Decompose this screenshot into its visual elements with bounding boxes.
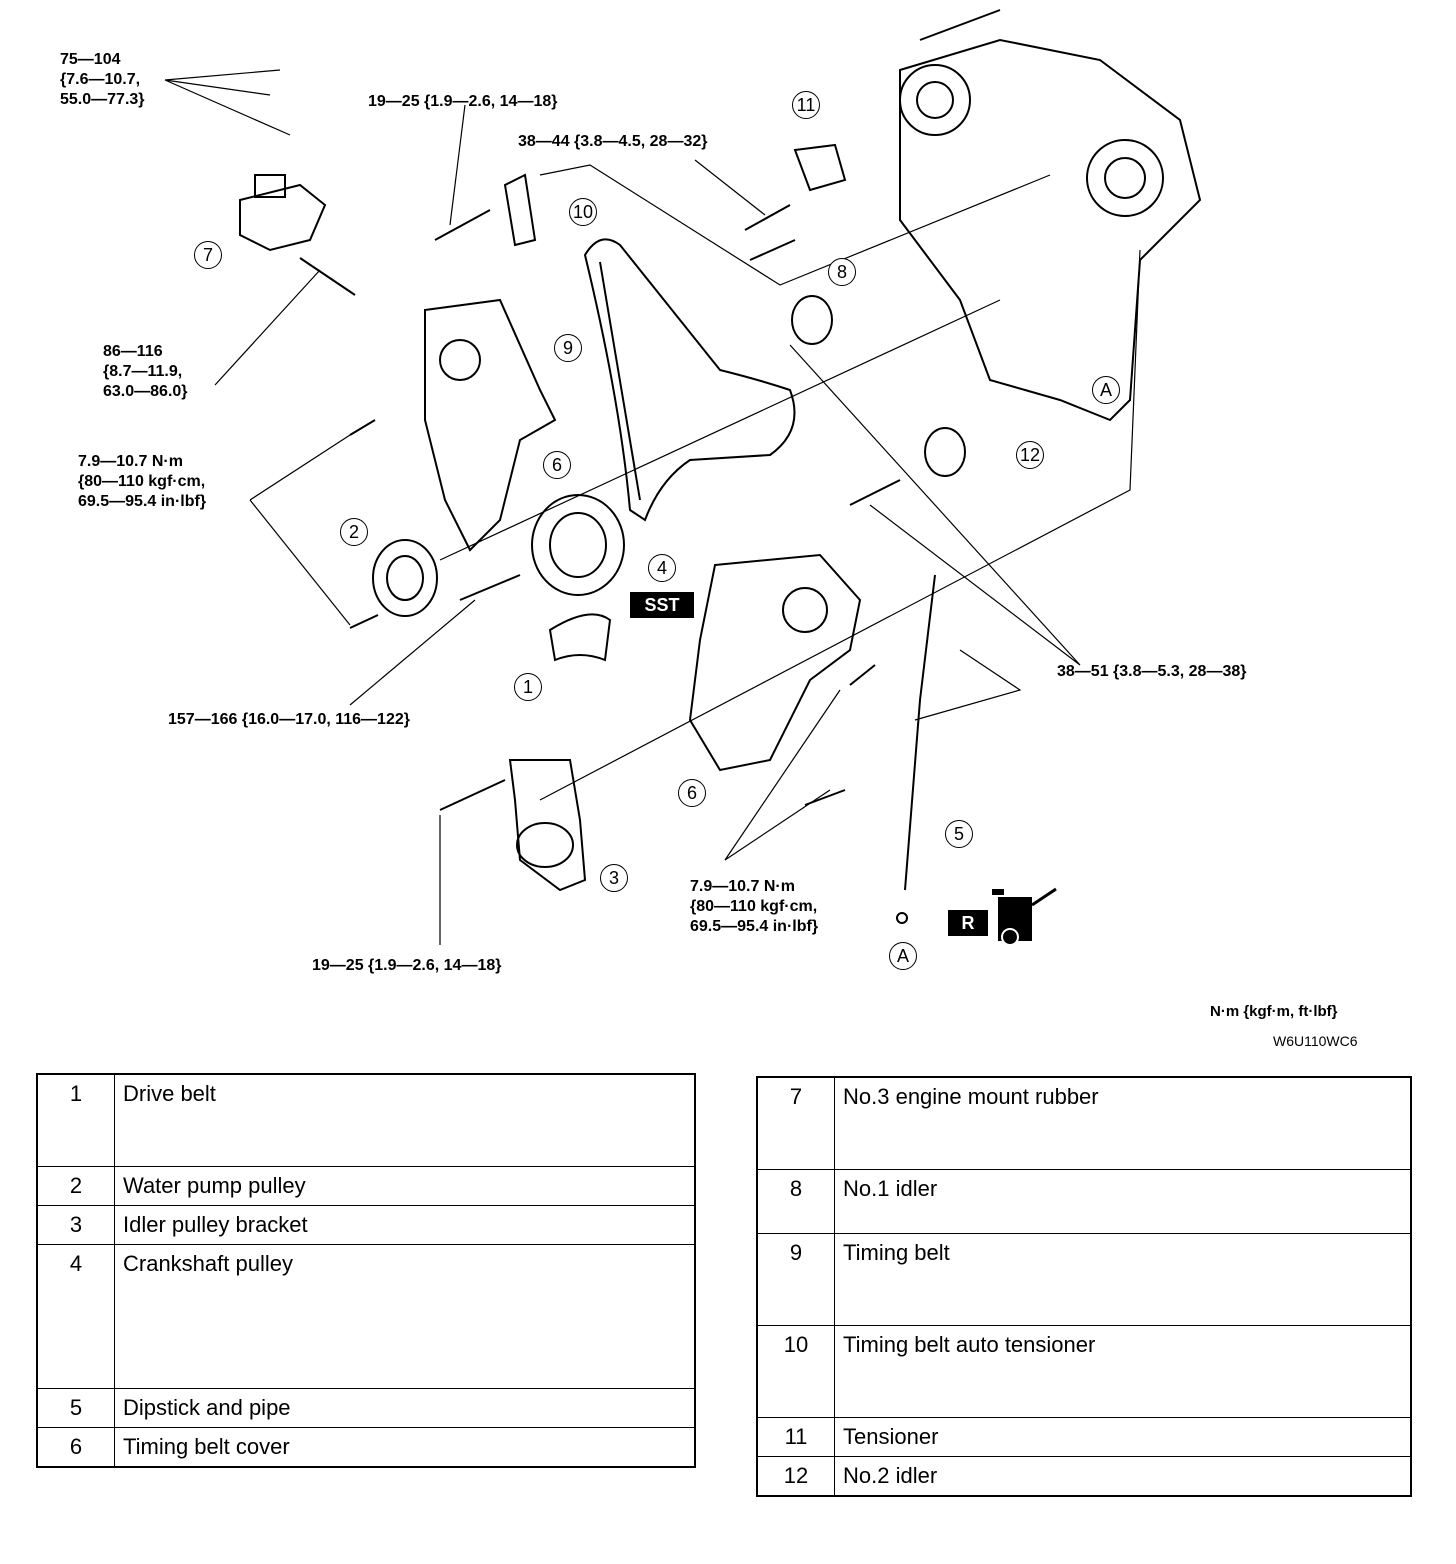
table-row: 12 No.2 idler [756, 1455, 1412, 1496]
torque-label-idler-bracket: 19—25 {1.9—2.6, 14—18} [312, 957, 502, 974]
part-number: 5 [36, 1387, 115, 1428]
callout-8: 8 [828, 258, 856, 286]
torque-label-upper-cover: 7.9—10.7 N·m {80—110 kgf·cm, 69.5—95.4 i… [78, 453, 207, 510]
reference-mark-a-dipstick: A [889, 942, 917, 970]
part-name: Timing belt [834, 1232, 1412, 1326]
cam-sprocket-1 [899, 64, 971, 136]
table-row: 7 No.3 engine mount rubber [756, 1076, 1412, 1170]
callout-4: 4 [648, 554, 676, 582]
part-number: 2 [36, 1165, 115, 1206]
torque-label-tensioner-11: 38—44 {3.8—4.5, 28—32} [518, 133, 708, 150]
part-number: 7 [756, 1076, 835, 1170]
torque-label-mount-nuts: 75—104 {7.6—10.7, 55.0—77.3} [60, 51, 145, 108]
callout-1: 1 [514, 673, 542, 701]
callout-10: 10 [569, 198, 597, 226]
callout-6-lower: 6 [678, 779, 706, 807]
table-row: 11 Tensioner [756, 1416, 1412, 1457]
tensioner [793, 143, 847, 192]
water-pump-pulley [372, 539, 438, 617]
figure-code: W6U110WC6 [1273, 1033, 1358, 1049]
part-number: 8 [756, 1168, 835, 1234]
callout-5: 5 [945, 820, 973, 848]
torque-label-mount-bolt: 86—116 {8.7—11.9, 63.0—86.0} [103, 343, 188, 400]
part-name: Water pump pulley [114, 1165, 696, 1206]
part-name: Timing belt auto tensioner [834, 1324, 1412, 1418]
oil-can-icon [992, 887, 1057, 946]
callout-7: 7 [194, 241, 222, 269]
parts-table-left: 1 Drive belt 2 Water pump pulley 3 Idler… [36, 1073, 696, 1468]
part-number: 12 [756, 1455, 835, 1496]
idler-bracket [508, 759, 587, 892]
part-name: Dipstick and pipe [114, 1387, 696, 1428]
part-name: Tensioner [834, 1416, 1412, 1457]
callout-11: 11 [792, 91, 820, 119]
part-name: No.1 idler [834, 1168, 1412, 1234]
upper-timing-cover [424, 298, 557, 552]
part-number: 11 [756, 1416, 835, 1457]
part-number: 1 [36, 1073, 115, 1167]
table-row: 4 Crankshaft pulley [36, 1243, 696, 1389]
table-row: 10 Timing belt auto tensioner [756, 1324, 1412, 1418]
crankshaft-pulley [531, 494, 625, 596]
callout-9: 9 [554, 334, 582, 362]
auto-tensioner [503, 173, 537, 247]
part-number: 4 [36, 1243, 115, 1389]
table-row: 8 No.1 idler [756, 1168, 1412, 1234]
callout-12: 12 [1016, 441, 1044, 469]
part-number: 10 [756, 1324, 835, 1418]
idler-8 [791, 295, 833, 345]
torque-label-idlers: 38—51 {3.8—5.3, 28—38} [1057, 663, 1247, 680]
part-name: No.2 idler [834, 1455, 1412, 1496]
table-row: 2 Water pump pulley [36, 1165, 696, 1206]
exploded-view-diagram [164, 9, 1202, 945]
timing-belt [583, 238, 796, 522]
engine-mount [239, 183, 327, 252]
parts-table-right: 7 No.3 engine mount rubber 8 No.1 idler … [756, 1076, 1412, 1497]
part-name: Idler pulley bracket [114, 1204, 696, 1245]
callout-3: 3 [600, 864, 628, 892]
part-name: Drive belt [114, 1073, 696, 1167]
table-row: 1 Drive belt [36, 1073, 696, 1167]
callout-2: 2 [340, 518, 368, 546]
part-number: 3 [36, 1204, 115, 1245]
replace-tag: R [948, 910, 988, 936]
table-row: 5 Dipstick and pipe [36, 1387, 696, 1428]
lower-timing-cover [688, 553, 862, 772]
table-row: 6 Timing belt cover [36, 1426, 696, 1467]
part-name: Timing belt cover [114, 1426, 696, 1467]
callout-6-upper: 6 [543, 451, 571, 479]
table-row: 3 Idler pulley bracket [36, 1204, 696, 1245]
idler-12 [924, 427, 966, 477]
part-number: 9 [756, 1232, 835, 1326]
torque-label-crank-bolt: 157—166 {16.0—17.0, 116—122} [168, 711, 410, 728]
dipstick [904, 574, 936, 891]
part-name: Crankshaft pulley [114, 1243, 696, 1389]
torque-label-tensioner-bolt: 19—25 {1.9—2.6, 14—18} [368, 93, 558, 110]
units-note: N·m {kgf·m, ft·lbf} [1210, 1003, 1338, 1020]
part-number: 6 [36, 1426, 115, 1467]
drive-belt [548, 613, 612, 662]
engine-block [899, 38, 1202, 422]
reference-mark-a-engine: A [1092, 376, 1120, 404]
cam-sprocket-2 [1086, 139, 1164, 217]
table-row: 9 Timing belt [756, 1232, 1412, 1326]
sst-tag: SST [630, 592, 694, 618]
part-name: No.3 engine mount rubber [834, 1076, 1412, 1170]
torque-label-lower-cover: 7.9—10.7 N·m {80—110 kgf·cm, 69.5—95.4 i… [690, 878, 819, 935]
